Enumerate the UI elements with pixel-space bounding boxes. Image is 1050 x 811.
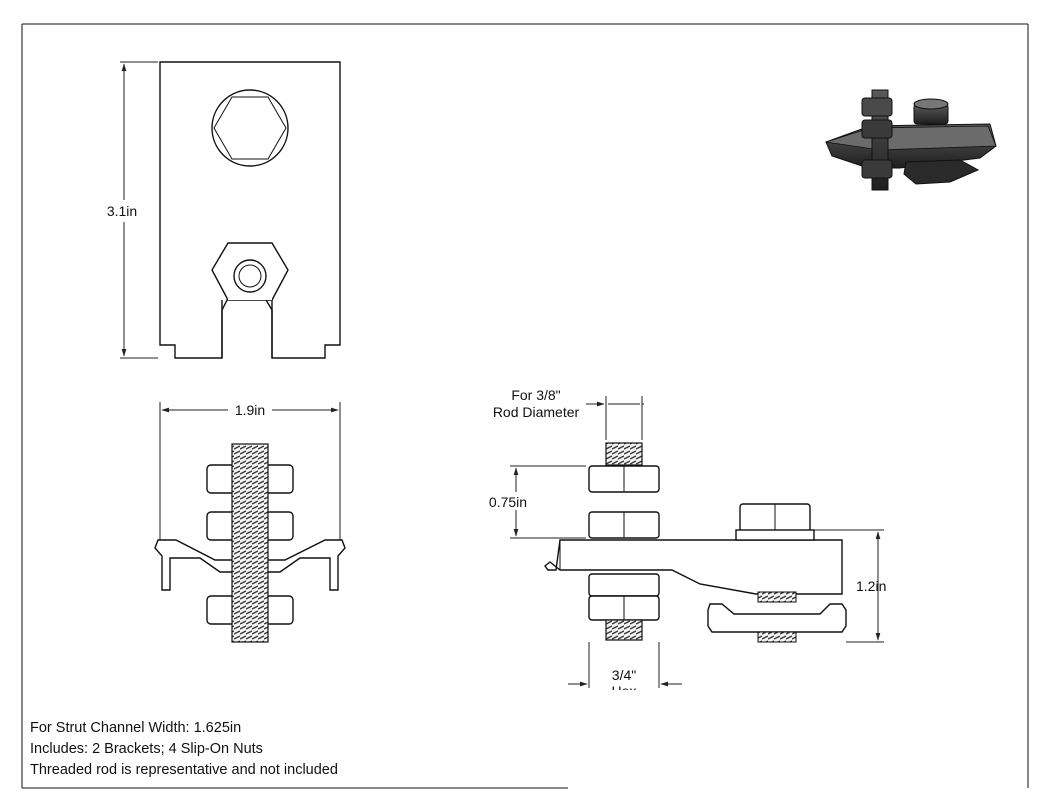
bracket-height-label: 1.2in	[856, 578, 886, 594]
note-strut-width: For Strut Channel Width: 1.625in	[30, 720, 242, 736]
height-label: 3.1in	[107, 203, 137, 219]
hex-dimension: 3/4" Hex	[560, 642, 700, 710]
assembly-right-view	[544, 442, 847, 643]
rod-label-line1: For 3/8"	[511, 387, 560, 403]
bracket-height-dimension: 1.2in	[814, 529, 886, 643]
width-dimension: 1.9in	[159, 400, 341, 540]
threaded-rod	[231, 443, 269, 643]
rod-diameter-dimension: For 3/8" Rod Diameter	[493, 387, 644, 440]
note-includes: Includes: 2 Brackets; 4 Slip-On Nuts	[30, 741, 263, 757]
bolt-head-icon	[211, 89, 289, 167]
assembly-side-view	[154, 443, 346, 643]
rod-label-line2: Rod Diameter	[493, 404, 580, 420]
hex-label-line1: 3/4"	[612, 667, 636, 683]
nut-height-label: 0.75in	[489, 494, 527, 510]
sheet-border	[21, 23, 1029, 789]
nut-height-dimension: 0.75in	[484, 465, 586, 539]
note-rod-disclaimer: Threaded rod is representative and not i…	[30, 762, 338, 778]
width-label: 1.9in	[235, 402, 265, 418]
isometric-view-icon	[825, 89, 997, 191]
height-dimension: 3.1in	[104, 61, 158, 359]
bracket-front-view	[159, 61, 341, 359]
